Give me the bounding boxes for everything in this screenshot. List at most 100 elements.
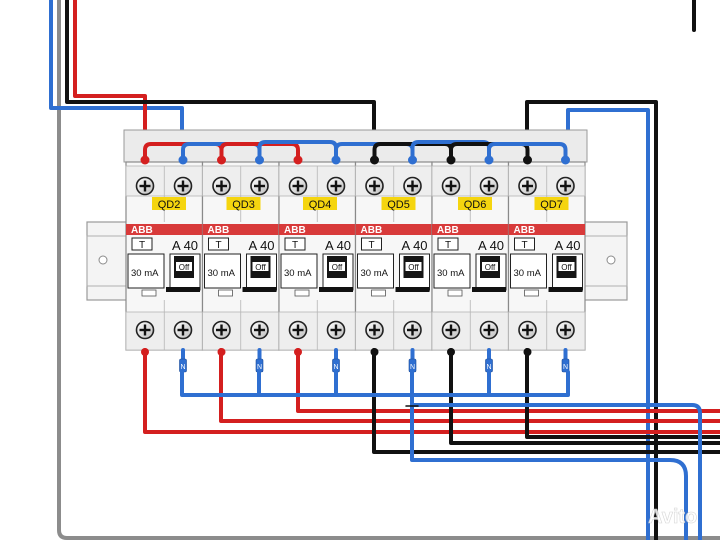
phase-in-dot <box>293 155 303 165</box>
top-screw-phase <box>212 176 231 196</box>
brand-logo: ABB <box>131 225 153 236</box>
avito-logo-icon <box>617 502 644 524</box>
top-screw-neutral <box>173 176 193 196</box>
phase-in-dot <box>523 155 532 165</box>
neutral-mark: N <box>333 364 338 371</box>
test-button-label: T <box>521 240 527 251</box>
brand-band <box>355 224 432 235</box>
current-rating: A 40 <box>172 238 198 253</box>
test-button[interactable] <box>284 237 306 251</box>
neutral-collector <box>180 370 570 397</box>
watermark-text: Avito <box>648 506 697 528</box>
neutral-ferrule <box>561 358 570 373</box>
label-plate <box>303 197 337 210</box>
neutral-mark: N <box>180 364 185 371</box>
neutral-in-dot <box>408 155 417 165</box>
brand-band <box>202 224 279 235</box>
bottom-screw-phase <box>518 320 537 340</box>
test-button-label: T <box>139 240 145 251</box>
neutral-in-dot <box>178 155 188 165</box>
brand-band <box>508 224 585 235</box>
bottom-screw-neutral <box>173 320 193 340</box>
label-plate <box>152 197 186 210</box>
top-screw-phase <box>288 176 308 196</box>
busbar-jumpers <box>140 140 570 165</box>
current-rating: A 40 <box>325 238 351 253</box>
bottom-screw-neutral <box>250 320 269 340</box>
neutral-in-dot <box>331 155 341 165</box>
current-rating: A 40 <box>402 238 428 253</box>
brand-logo: ABB <box>208 225 230 236</box>
out-phase-2 <box>219 348 720 423</box>
phase-in-dot <box>217 155 226 165</box>
breaker-id-label: QD5 <box>387 199 410 211</box>
phase-in-dot <box>140 155 150 165</box>
bottom-screw-phase <box>288 320 308 340</box>
label-plate <box>226 197 261 210</box>
bottom-screw-neutral <box>403 320 422 340</box>
out-black-3 <box>525 348 720 439</box>
toggle-state: Off <box>179 263 190 272</box>
current-rating: A 40 <box>555 238 581 253</box>
phase-in-dot <box>370 155 379 165</box>
brand-logo: ABB <box>514 225 536 236</box>
test-button-label: T <box>215 240 221 251</box>
brand-logo: ABB <box>361 225 383 236</box>
test-button[interactable] <box>514 237 535 251</box>
top-screw-phase <box>365 176 384 196</box>
toggle-state: Off <box>332 263 343 272</box>
toggle-state: Off <box>561 263 572 272</box>
phase-in-dot <box>446 155 456 165</box>
main-phase-wire <box>73 0 147 164</box>
current-rating: A 40 <box>249 238 275 253</box>
neutral-mark: N <box>410 364 415 371</box>
neutral-mark: N <box>563 364 568 371</box>
sensitivity-label: 30 mA <box>131 268 159 279</box>
brand-band <box>126 224 203 235</box>
test-button[interactable] <box>208 237 229 251</box>
neutral-in-dot <box>484 155 494 165</box>
earth-wire <box>57 0 720 540</box>
neutral-mark: N <box>257 364 262 371</box>
test-button-label: T <box>368 240 374 251</box>
toggle-state: Off <box>485 263 496 272</box>
sensitivity-label: 30 mA <box>361 268 389 279</box>
top-screw-phase <box>441 176 461 196</box>
breaker-id-label: QD7 <box>540 199 563 211</box>
top-screw-neutral <box>479 176 499 196</box>
neutral-in-dot <box>255 155 264 165</box>
jumper-wire <box>487 142 568 162</box>
sensitivity-label: 30 mA <box>208 268 236 279</box>
sensitivity-label: 30 mA <box>437 268 465 279</box>
test-button[interactable] <box>131 237 153 251</box>
test-button[interactable] <box>361 237 382 251</box>
out-phase-3 <box>296 348 720 413</box>
test-button-label: T <box>292 240 298 251</box>
sensitivity-label: 30 mA <box>284 268 312 279</box>
watermark: Avito <box>617 502 698 528</box>
label-plate <box>458 197 492 210</box>
top-screw-phase <box>135 176 155 196</box>
bottom-screw-phase <box>365 320 384 340</box>
breaker-id-label: QD4 <box>309 199 332 211</box>
neutral-in-dot <box>561 155 570 165</box>
neutral-out-2 <box>410 403 702 540</box>
top-screw-neutral <box>403 176 422 196</box>
brand-band <box>279 224 356 235</box>
out-black-1 <box>372 348 720 454</box>
brand-logo: ABB <box>437 225 459 236</box>
test-button[interactable] <box>437 237 459 251</box>
bottom-screw-phase <box>135 320 155 340</box>
sensitivity-label: 30 mA <box>514 268 542 279</box>
label-plate <box>381 197 416 210</box>
top-screw-neutral <box>556 176 575 196</box>
breaker-id-label: QD2 <box>158 199 181 211</box>
current-rating: A 40 <box>478 238 504 253</box>
top-screw-phase <box>518 176 537 196</box>
